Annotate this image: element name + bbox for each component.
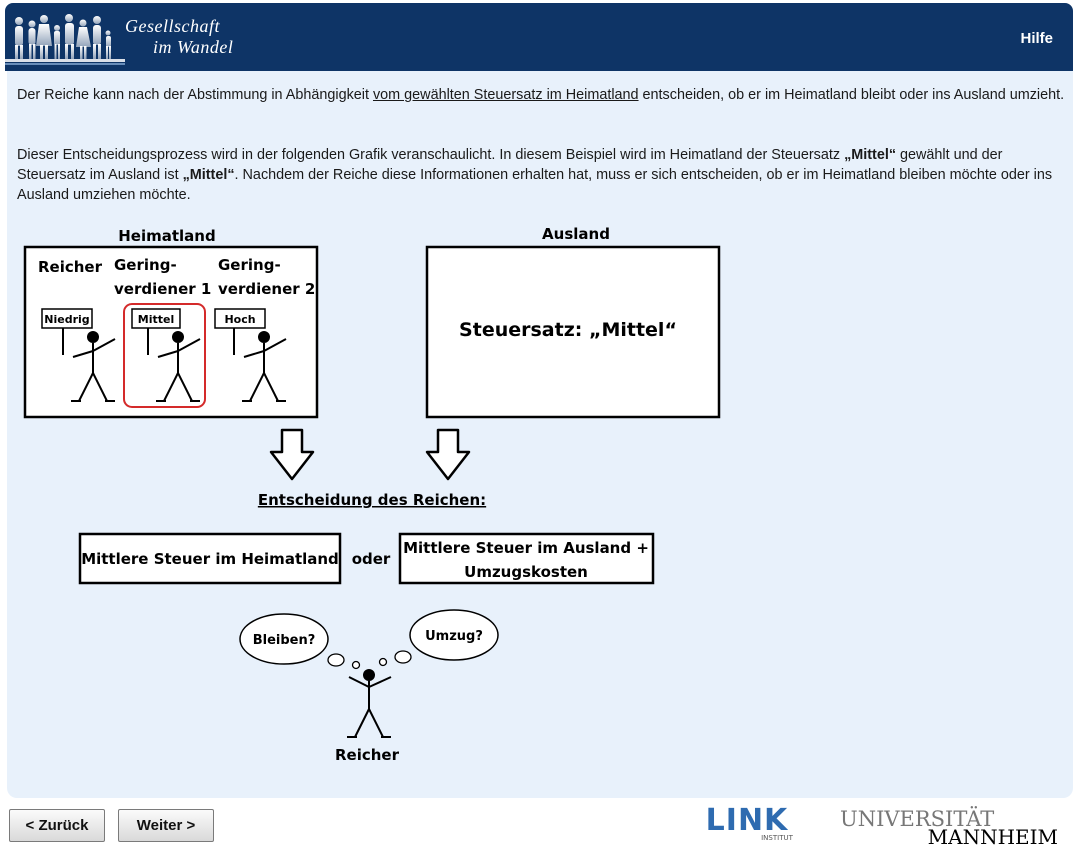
brand-title-line2: im Wandel — [153, 37, 234, 57]
arrow-down-icon — [425, 428, 471, 481]
decision-diagram: Heimatland Reicher Gering- verdiener 1 G… — [23, 225, 721, 764]
brand-title-line1: Gesellschaft — [125, 16, 220, 36]
uni-line2: MANNHEIM — [928, 825, 1058, 846]
footer-bar: < Zurück Weiter > LINK INSTITUT UNIVERSI… — [0, 800, 1076, 847]
heimatland-title: Heimatland — [118, 227, 215, 245]
sign-niedrig — [41, 308, 93, 329]
sign-mittel — [131, 308, 181, 329]
ausland-title: Ausland — [542, 225, 610, 243]
content-panel: Der Reiche kann nach der Abstimmung in A… — [7, 71, 1073, 798]
thought-move-text: Umzug? — [425, 629, 483, 644]
intro-text: Dieser Entscheidungsprozess wird in der … — [17, 147, 845, 163]
person-label-reicher: Reicher — [38, 258, 103, 276]
option-abroad-line1: Mittlere Steuer im Ausland + — [403, 539, 649, 557]
back-button[interactable]: < Zurück — [9, 809, 105, 842]
person-label-gv1-line1: Gering- — [114, 256, 177, 274]
option-home-text: Mittlere Steuer im Heimatland — [81, 550, 339, 568]
option-box-home — [78, 532, 342, 585]
thought-dot — [378, 657, 388, 667]
uni-line1: UNIVERSITÄT — [840, 807, 994, 831]
thought-bubble-move — [409, 609, 499, 661]
thought-dot — [351, 660, 361, 670]
thought-dot — [327, 653, 345, 667]
link-logo-text: LINK — [706, 804, 789, 838]
uni-mannheim-logo: UNIVERSITÄT MANNHEIM — [840, 807, 1058, 846]
link-institut-logo: LINK INSTITUT — [706, 804, 794, 842]
thought-dot — [394, 650, 412, 664]
intro-text: . Nachdem der Reiche diese Informationen… — [17, 167, 1053, 203]
sign-hoch-text: Hoch — [224, 313, 255, 326]
sign-mittel-text: Mittel — [138, 313, 174, 326]
bold-rate: „Mittel“ — [844, 147, 897, 163]
bold-rate: „Mittel“ — [182, 167, 235, 183]
person-label-gv1-line2: verdiener 1 — [114, 280, 211, 298]
intro-text: Der Reiche kann nach der Abstimmung in A… — [17, 87, 373, 103]
decision-title: Entscheidung des Reichen: — [258, 491, 486, 509]
underlined-phrase: vom gewählten Steuersatz im Heimatland — [372, 87, 639, 103]
app-logo: Gesellschaft im Wandel — [5, 3, 305, 71]
stick-figure-decider — [347, 669, 392, 738]
arrow-down-icon — [269, 428, 315, 481]
option-abroad-line2: Umzugskosten — [464, 563, 588, 581]
people-silhouettes-logo — [5, 14, 125, 65]
header-bar: Gesellschaft im Wandel Hilfe — [5, 3, 1073, 71]
highlight-frame — [123, 303, 206, 408]
decider-label: Reicher — [335, 746, 400, 764]
intro-text: gewählt und der Steuersatz im Ausland is… — [17, 147, 1003, 183]
help-link[interactable]: Hilfe — [1020, 30, 1053, 47]
link-logo-sub: INSTITUT — [761, 834, 793, 842]
intro-paragraph-1: Der Reiche kann nach der Abstimmung in A… — [17, 85, 1065, 105]
thought-bubble-stay — [239, 613, 329, 665]
next-button[interactable]: Weiter > — [118, 809, 214, 842]
ausland-rate: Steuersatz: „Mittel“ — [459, 319, 677, 341]
person-label-gv2-line2: verdiener 2 — [218, 280, 315, 298]
sign-niedrig-text: Niedrig — [44, 313, 89, 326]
thought-stay-text: Bleiben? — [253, 633, 316, 648]
intro-text: entscheiden, ob er im Heimatland bleibt … — [638, 87, 1065, 103]
person-label-gv2-line1: Gering- — [218, 256, 281, 274]
or-label: oder — [352, 550, 391, 568]
ausland-box — [425, 245, 721, 419]
sign-hoch — [214, 308, 266, 329]
intro-paragraph-2: Dieser Entscheidungsprozess wird in der … — [17, 145, 1065, 205]
option-box-abroad — [398, 532, 655, 585]
